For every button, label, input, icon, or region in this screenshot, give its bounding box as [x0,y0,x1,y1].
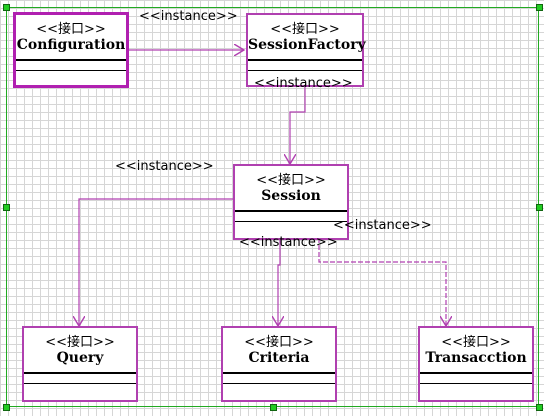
class-header: <<接口>> Transacction [420,328,532,374]
class-header: <<接口>> Session [235,166,347,212]
selection-handle-bottom-right[interactable] [536,404,543,411]
class-query[interactable]: <<接口>> Query [22,326,138,402]
stereotype-label: <<接口>> [441,335,511,350]
stereotype-label: <<接口>> [36,22,106,37]
class-configuration[interactable]: <<接口>> Configuration [13,12,129,88]
edge-label-session-to-query[interactable]: <<instance>> [115,159,214,174]
class-header: <<接口>> Configuration [16,15,126,61]
class-session[interactable]: <<接口>> Session [233,164,349,240]
class-header: <<接口>> Query [24,328,136,374]
selection-handle-top-left[interactable] [3,4,10,11]
edge-label-session-to-criteria[interactable]: <<instance>> [239,235,338,250]
edge-label-config-to-factory[interactable]: <<instance>> [139,9,238,24]
class-header: <<接口>> Criteria [223,328,335,374]
edge-label-session-to-transaction[interactable]: <<instance>> [333,218,432,233]
selection-handle-bottom-center[interactable] [270,404,277,411]
edge-session-criteria[interactable] [278,238,280,326]
class-name: Query [56,350,104,366]
edge-sessionfactory-session[interactable] [290,86,306,164]
stereotype-label: <<接口>> [45,335,115,350]
class-name: Session [261,188,321,204]
class-criteria[interactable]: <<接口>> Criteria [221,326,337,402]
class-sessionfactory[interactable]: <<接口>> SessionFactory [246,13,366,87]
class-name: Configuration [16,37,126,53]
stereotype-label: <<接口>> [270,22,340,37]
attributes-compartment [235,212,347,222]
edge-session-transaction[interactable] [318,238,446,326]
selection-handle-middle-left[interactable] [3,204,10,211]
class-header: <<接口>> SessionFactory [248,15,366,61]
attributes-compartment [420,374,532,384]
class-name: SessionFactory [248,37,366,53]
attributes-compartment [223,374,335,384]
class-name: Transacction [425,350,527,366]
edge-session-query[interactable] [79,198,235,326]
selection-handle-middle-right[interactable] [536,204,543,211]
selection-handle-bottom-left[interactable] [3,404,10,411]
class-transaction[interactable]: <<接口>> Transacction [418,326,534,402]
attributes-compartment [16,61,126,71]
class-name: Criteria [248,350,310,366]
stereotype-label: <<接口>> [256,173,326,188]
edge-label-factory-to-session[interactable]: <<instance>> [254,76,353,91]
attributes-compartment [24,374,136,384]
selection-handle-top-right[interactable] [536,4,543,11]
attributes-compartment [248,61,362,71]
stereotype-label: <<接口>> [244,335,314,350]
